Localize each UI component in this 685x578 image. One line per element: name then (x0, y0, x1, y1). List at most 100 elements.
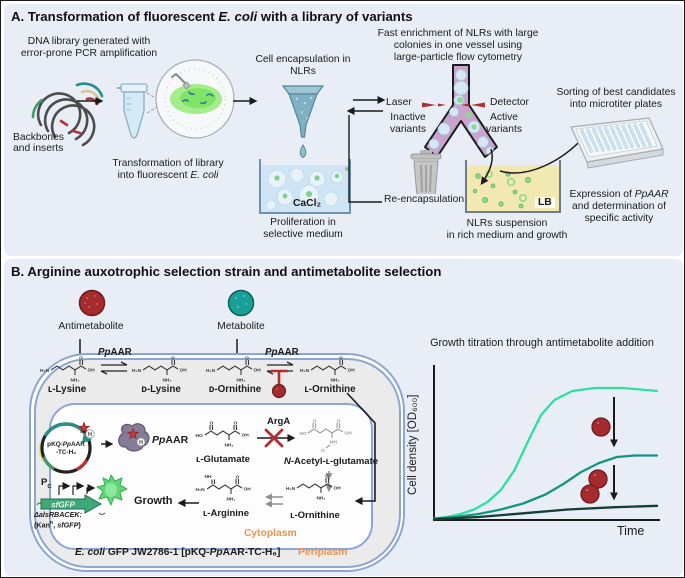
antimetabolite-label: Antimetabolite (58, 321, 124, 332)
svg-text:OH: OH (180, 368, 188, 374)
svg-text:OH: OH (348, 368, 356, 374)
svg-text:NH₂: NH₂ (316, 496, 325, 502)
cytoplasm-compartment (49, 403, 373, 550)
transformation-caption-pre: Transformation of library into fluoresce… (112, 158, 224, 182)
delta-line1: ΔalsRBACEK: (34, 510, 82, 519)
panel-a-title-post: with a library of variants (257, 9, 413, 24)
inhibition-tbar-icon (269, 369, 289, 399)
reencapsulation-label: Re-encapsulation (382, 194, 467, 205)
svg-text:H₂N: H₂N (286, 486, 296, 492)
growth-label: Growth (134, 495, 173, 507)
d-ornithine-structure: H₂N O NH₂ OH (206, 356, 262, 384)
growth-curve-mid (432, 454, 659, 520)
svg-text:OH: OH (242, 433, 250, 439)
l-arginine-label: ʟ-Arginine (203, 508, 249, 519)
svg-text:O: O (171, 356, 175, 362)
n-acetyl-glutamate-label: N-Acetyl-ʟ-glutamate (283, 456, 379, 467)
microtiter-plate-icon (570, 117, 664, 169)
svg-text:NH₂: NH₂ (226, 497, 235, 503)
transformation-caption: Transformation of library into fluoresce… (104, 146, 232, 182)
pc-promoter-label: PC (41, 477, 52, 490)
svg-text:NH₂: NH₂ (162, 378, 171, 384)
antimetabolite-balls (580, 417, 611, 504)
l-ornithine-periplasm-structure: H₂N O NH₂ OH (300, 356, 356, 384)
svg-text:HO: HO (196, 433, 203, 439)
cacl2-label: CaCl₂ (293, 198, 322, 209)
svg-text:H: H (139, 440, 143, 446)
strain-label: E. coli GFP JW2786-1 [pKQ-PpAAR-TC-H₆] (75, 547, 281, 558)
svg-text:H₂N: H₂N (40, 368, 50, 374)
colony-magnifier-icon (146, 59, 235, 139)
transformation-caption-italic: E. coli (190, 170, 219, 182)
svg-text:O: O (245, 356, 249, 362)
suspension-caption: NLRs suspension in rich medium and growt… (446, 218, 568, 242)
microtube-icon (117, 83, 148, 139)
ppaar-label-2: PpAAR (265, 347, 299, 358)
ornithine-transport-line (346, 392, 376, 505)
chart-x-axis-label: Time (617, 524, 645, 538)
growth-curve-high (432, 386, 659, 520)
svg-text:pKQ-PpAAR: pKQ-PpAAR (47, 441, 85, 448)
svg-text:OH: OH (254, 368, 262, 374)
expression-caption: Expression of PpAAR and determination of… (551, 177, 684, 226)
expression-caption-italic: PpAAR (634, 189, 669, 201)
metabolite-ball-icon (227, 289, 255, 317)
equilibrium-arrows-1 (100, 361, 128, 375)
l-lysine-label: ʟ-Lysine (47, 384, 87, 395)
svg-text:sfGFP: sfGFP (51, 501, 75, 510)
periplasm-label: Periplasm (298, 547, 348, 558)
l-ornithine-periplasm-label: ʟ-Ornithine (304, 384, 356, 395)
n-acetyl-glutamate-structure: HO O O NH O OH (300, 419, 353, 455)
plasmid-icon: H pKQ-PpAAR -TC-H₆ (38, 420, 95, 476)
svg-text:NH₂: NH₂ (236, 378, 245, 384)
svg-text:OH: OH (244, 487, 252, 493)
dna-library-caption: DNA library generated with error-prone P… (20, 36, 158, 60)
ppaar-protein-icon: H (118, 423, 150, 452)
sfgfp-gene-arrow: sfGFP (36, 494, 106, 515)
sorting-caption: Sorting of best candidates into microtit… (556, 87, 676, 111)
laser-beam-icon (422, 102, 446, 108)
ppaar-label-1: PpAAR (98, 347, 132, 358)
d-lysine-label: ᴅ-Lysine (141, 384, 181, 395)
svg-text:NH: NH (330, 440, 337, 446)
svg-text:H: H (88, 432, 92, 438)
arrow-library-to-tube (77, 97, 104, 105)
d-lysine-structure: H₂N O NH₂ OH (132, 356, 188, 384)
svg-text:O: O (313, 419, 317, 425)
l-glutamate-structure: HO O O NH₂ OH (196, 421, 250, 449)
dna-backbones-icon (31, 82, 104, 147)
nlr-funnel-icon (281, 85, 325, 159)
star-tag-icon (126, 427, 140, 440)
svg-text:NH: NH (205, 474, 212, 480)
expression-caption-post: and determination of specific activity (572, 201, 666, 225)
equilibrium-arrows-2 (266, 361, 294, 375)
svg-text:H₂N: H₂N (132, 368, 142, 374)
l-ornithine-cytoplasm-label: ʟ-Ornithine (290, 510, 340, 521)
svg-text:OH: OH (88, 368, 96, 374)
svg-text:O: O (210, 421, 214, 427)
arrow-tube-to-funnel (233, 97, 258, 105)
arga-label: ArgA (267, 416, 291, 427)
pathway-arrows-down (325, 471, 333, 493)
arrow-vessel-to-lb (480, 148, 494, 185)
panel-b-title: B. Arginine auxotrophic selection strain… (11, 264, 442, 279)
svg-text:O: O (234, 421, 238, 427)
kan-line: (KanR, sfGFP) (34, 519, 81, 530)
svg-text:-TC-H₆: -TC-H₆ (56, 449, 76, 456)
growth-chart (432, 365, 660, 521)
star-tag-icon (77, 421, 91, 434)
svg-text:OH: OH (334, 486, 342, 492)
encapsulation-caption: Cell encapsulation in NLRs (255, 54, 351, 78)
d-ornithine-label: ᴅ-Ornithine (208, 384, 262, 395)
svg-text:OH: OH (345, 431, 353, 437)
transcription-arrows-icon (58, 482, 96, 495)
growth-curve-low (432, 504, 659, 521)
arga-blocked-arrow (257, 428, 296, 448)
ppaar-label-3: PpAAR (152, 434, 189, 446)
svg-text:O: O (339, 356, 343, 362)
svg-text:H₂N: H₂N (196, 487, 206, 493)
l-arginine-structure: NH H₂N O NH₂ OH (196, 474, 252, 503)
enrichment-caption: Fast enrichment of NLRs with large colon… (377, 28, 539, 64)
chart-title: Growth titration through antimetabolite … (430, 337, 654, 349)
